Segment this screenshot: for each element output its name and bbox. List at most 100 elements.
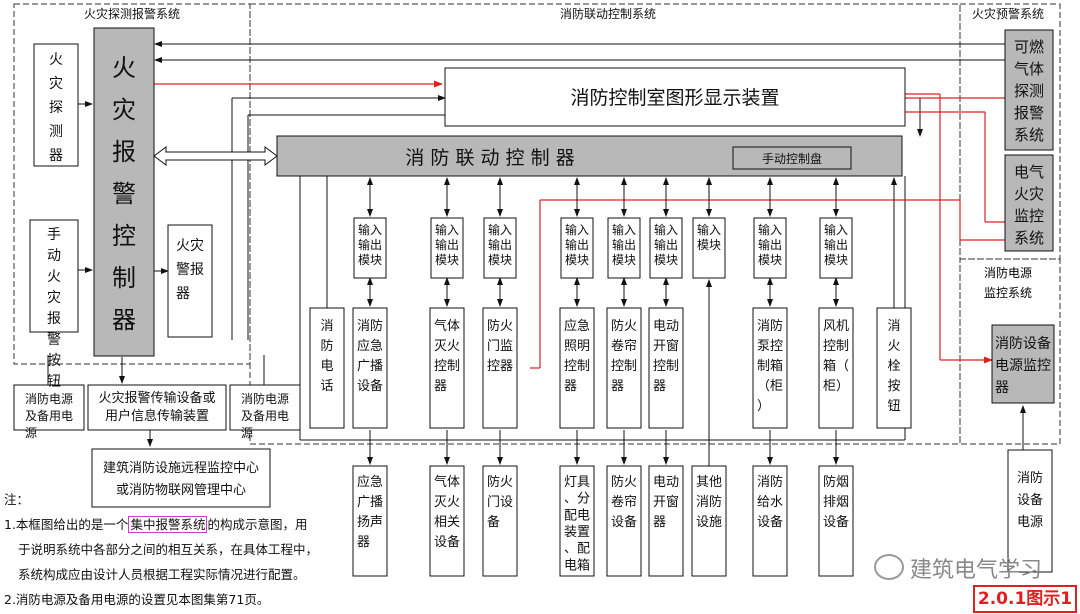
svg-text:制: 制 xyxy=(666,359,679,374)
svg-text:气: 气 xyxy=(1029,163,1044,181)
wechat-icon xyxy=(873,554,904,580)
svg-text:消: 消 xyxy=(887,319,900,334)
svg-text:门: 门 xyxy=(487,495,500,510)
module-label: 输入模块 xyxy=(697,222,721,252)
svg-text:设: 设 xyxy=(611,515,624,530)
svg-text:电: 电 xyxy=(61,409,73,423)
power-left-label: 消防电源及备用电源 xyxy=(25,391,73,440)
transmit-box xyxy=(87,384,227,431)
device-8: 消防给水设备 xyxy=(752,430,788,577)
io-module: 输入输出模块 xyxy=(560,177,594,307)
svg-text:防: 防 xyxy=(487,474,500,490)
controller-2: 消防应急广播设备 xyxy=(352,307,388,429)
watermark: 建筑电气学习 xyxy=(873,552,1042,584)
svg-text:及: 及 xyxy=(241,409,253,423)
svg-text:广: 广 xyxy=(357,495,370,510)
svg-text:块: 块 xyxy=(577,253,589,267)
device-9: 防烟排烟设备 xyxy=(818,430,854,577)
svg-text:源: 源 xyxy=(61,392,73,406)
svg-text:备: 备 xyxy=(1030,492,1043,508)
svg-text:电: 电 xyxy=(277,409,289,423)
svg-text:出: 出 xyxy=(370,238,382,252)
power-box-left xyxy=(13,384,85,431)
svg-text:火: 火 xyxy=(447,495,460,510)
svg-text:用: 用 xyxy=(265,409,277,423)
device-label: 消防给水设备 xyxy=(757,474,783,530)
svg-text:输: 输 xyxy=(435,222,447,237)
svg-text:输: 输 xyxy=(612,222,624,237)
equipment-power-label: 消防设备电源 xyxy=(1017,470,1043,530)
svg-text:控: 控 xyxy=(823,339,836,354)
svg-text:输: 输 xyxy=(612,237,624,252)
svg-text:监: 监 xyxy=(500,339,513,354)
svg-text:模: 模 xyxy=(758,253,770,267)
svg-text:相: 相 xyxy=(434,515,447,530)
svg-text:入: 入 xyxy=(836,223,848,237)
svg-text:应: 应 xyxy=(564,318,577,334)
section-title-warning: 火灾预警系统 xyxy=(972,6,1044,21)
svg-text:输: 输 xyxy=(358,237,370,252)
svg-text:设: 设 xyxy=(823,515,836,530)
device-label: 其他消防设施 xyxy=(696,475,722,530)
equipment-power-box xyxy=(1007,449,1053,573)
svg-text:开: 开 xyxy=(653,495,666,510)
svg-text:栓: 栓 xyxy=(887,359,900,374)
svg-text:控: 控 xyxy=(770,339,783,354)
svg-text:急: 急 xyxy=(370,339,383,354)
svg-text:急: 急 xyxy=(577,319,590,334)
svg-text:消: 消 xyxy=(757,475,770,490)
svg-text:块: 块 xyxy=(770,253,782,267)
svg-text:警: 警 xyxy=(1029,104,1044,122)
module-label: 输入输出模块 xyxy=(612,222,636,267)
svg-text:制: 制 xyxy=(836,339,849,354)
io-module: 输入输出模块 xyxy=(430,177,464,307)
figure-label: 2.0.1图示1 xyxy=(973,585,1077,613)
svg-text:灯: 灯 xyxy=(564,475,577,490)
electric-fire-monitor xyxy=(1004,154,1054,252)
svg-text:防: 防 xyxy=(770,474,783,490)
svg-text:制: 制 xyxy=(624,359,637,374)
graphic-display-device xyxy=(444,67,906,127)
device-1: 应急广播扬声器 xyxy=(352,430,388,577)
svg-text:烟: 烟 xyxy=(836,475,849,490)
svg-text:电: 电 xyxy=(653,319,666,334)
svg-text:器: 器 xyxy=(995,380,1009,396)
svg-text:灭: 灭 xyxy=(434,495,447,510)
svg-text:关: 关 xyxy=(447,515,460,530)
svg-text:分: 分 xyxy=(577,492,590,507)
notes-highlight: 集中报警系统 xyxy=(128,516,208,533)
svg-text:体: 体 xyxy=(447,475,460,490)
controller-label: 电动开窗控制器 xyxy=(653,319,679,394)
svg-text:控: 控 xyxy=(611,359,624,374)
svg-text:箱: 箱 xyxy=(770,358,783,374)
svg-text:模: 模 xyxy=(435,253,447,267)
svg-text:防: 防 xyxy=(487,318,500,334)
notes-line1-post: 的构成示意图，用 xyxy=(207,517,308,532)
controller-label: 应急照明控制器 xyxy=(564,318,590,394)
svg-text:广: 广 xyxy=(357,359,370,374)
svg-text:动: 动 xyxy=(666,475,679,490)
svg-text:源: 源 xyxy=(1009,358,1023,374)
svg-text:模: 模 xyxy=(565,253,577,267)
svg-text:配: 配 xyxy=(577,542,590,557)
power-right-label: 消防电源及备用电源 xyxy=(241,391,289,440)
module-label: 输入输出模块 xyxy=(488,222,512,267)
svg-text:灭: 灭 xyxy=(434,339,447,354)
svg-text:施: 施 xyxy=(709,515,722,530)
svg-text:器: 器 xyxy=(357,535,370,550)
device-2: 气体灭火相关设备 xyxy=(429,430,465,577)
svg-text:气: 气 xyxy=(1014,60,1029,78)
svg-text:火: 火 xyxy=(47,269,61,285)
remote-label-2: 或消防物联网管理中心 xyxy=(116,482,246,498)
power-monitor xyxy=(991,324,1055,404)
module-label: 输入输出模块 xyxy=(435,222,459,267)
device-4: 灯具、分配电装置、配电箱 xyxy=(559,430,595,577)
svg-text:消: 消 xyxy=(357,319,370,334)
svg-text:输: 输 xyxy=(358,222,370,237)
svg-text:器: 器 xyxy=(112,306,136,334)
svg-text:防: 防 xyxy=(611,318,624,334)
svg-text:（: （ xyxy=(836,359,849,374)
